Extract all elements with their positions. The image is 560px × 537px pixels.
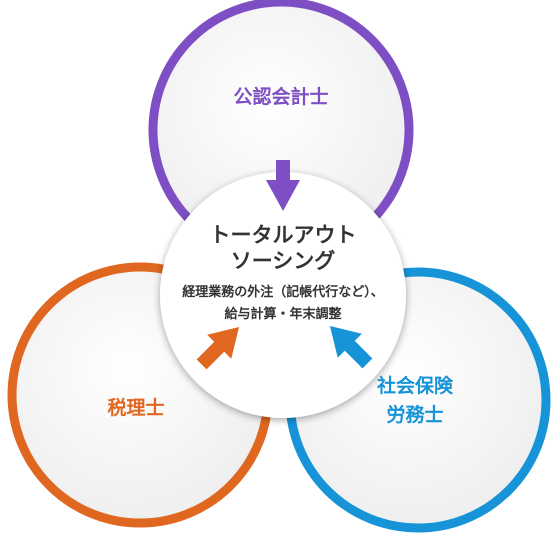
center-desc-line2: 給与計算・年末調整 xyxy=(224,306,342,322)
arrow-up-left-icon xyxy=(329,325,373,369)
center-title-line1: トータルアウト xyxy=(210,223,357,247)
arrow-up-right-icon xyxy=(196,326,240,370)
center-title-line2: ソーシング xyxy=(231,249,336,273)
role-label-tax-accountant: 税理士 xyxy=(107,396,164,419)
role-label-cpa: 公認会計士 xyxy=(233,85,328,108)
role-label-labor-consultant-line1: 社会保険 xyxy=(376,374,454,397)
role-label-labor-consultant-line2: 労務士 xyxy=(386,403,443,426)
arrow-down-icon xyxy=(266,160,300,211)
center-circle xyxy=(160,172,406,418)
center-desc-line1: 経理業務の外注（記帳代行など）、 xyxy=(182,284,384,300)
